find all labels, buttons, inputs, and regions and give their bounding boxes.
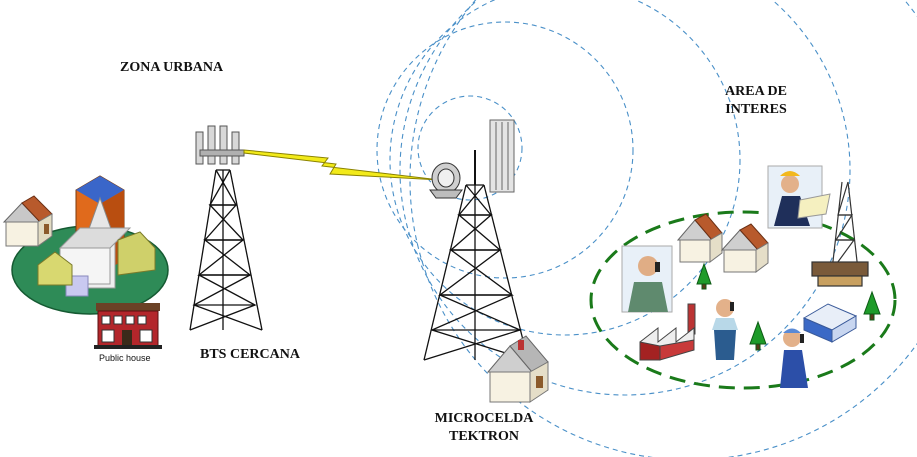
microcell-tower [423,119,529,361]
coverage-ring-5 [409,0,917,457]
interest-area-label-line2: INTERES [725,102,787,117]
coverage-ring-4 [399,0,851,396]
coverage-ring-1 [417,95,523,201]
worker-on-phone [712,299,738,360]
urban-zone-illustration [2,175,169,349]
tree-icons [696,262,881,351]
coverage-ring-3 [389,0,741,336]
interest-area-contents [621,165,881,388]
bts-tower [189,125,263,331]
urban-zone-label: ZONA URBANA [120,60,224,75]
radio-link-bolt [243,149,441,181]
coverage-ring-2 [376,21,634,279]
house-interest-1 [676,213,723,263]
interest-area-label-line1: AREA DE [725,84,787,99]
office-building-icon [802,303,858,343]
technician-on-phone [780,328,808,388]
factory-icon [639,303,696,361]
bts-label: BTS CERCANA [200,347,300,362]
public-house-building [94,303,162,349]
coverage-rings [376,0,917,457]
public-house-label: Public house [99,353,151,363]
house-microcell [486,335,549,403]
house-urban [2,195,53,247]
engineer-with-plans [767,165,831,229]
house-interest-2 [720,223,769,273]
microwave-dish [429,162,463,199]
oil-rig-icon [811,181,869,287]
interest-area-label: AREA DE INTERES [706,83,806,119]
microcell-label-line1: MICROCELDA [434,411,534,426]
microcell-label: MICROCELDA TEKTRON [424,410,544,446]
businessman-on-phone [621,245,673,313]
interest-area-boundary [589,210,897,390]
microcell-label-line2: TEKTRON [448,429,519,444]
